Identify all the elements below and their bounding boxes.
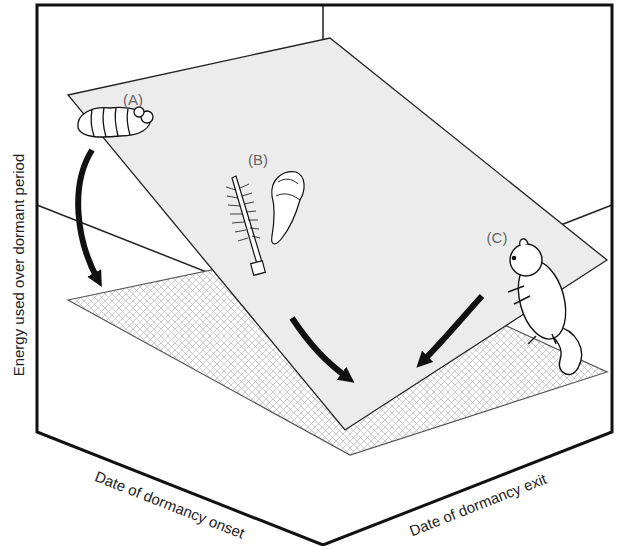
part-label: (C) [487,229,508,247]
axis-label: Energy used over dormant period [10,154,28,377]
squirrel-figure [508,239,582,375]
larva-figure [78,107,153,137]
shift-arrows [78,150,482,378]
part-label: (A) [123,91,143,109]
part-label: (B) [248,151,268,169]
mosquito-figure [226,172,304,276]
upper-plane [68,38,607,430]
box-frame [37,5,612,545]
